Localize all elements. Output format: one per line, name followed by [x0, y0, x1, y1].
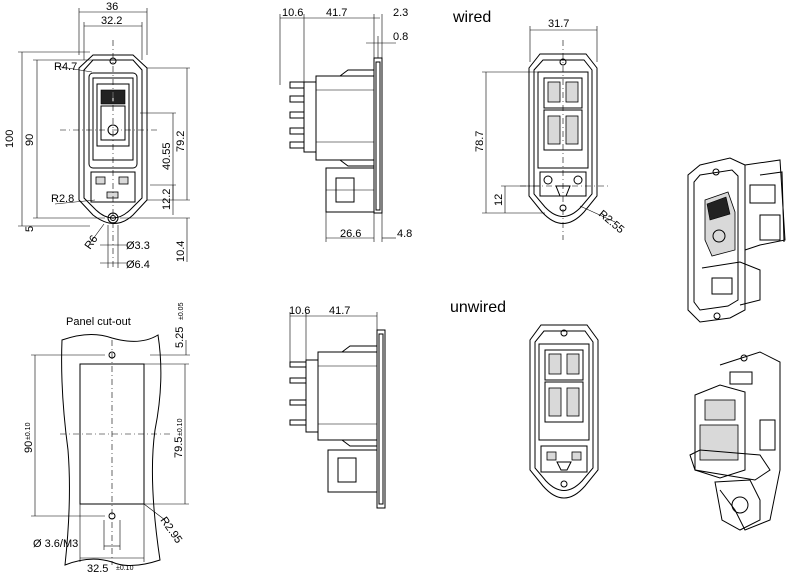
iso-view-rear — [689, 351, 781, 531]
dim-depth-body-wired: 41.7 — [326, 7, 347, 19]
dim-radius-rear: R2.55 — [596, 208, 626, 236]
dim-panel-height: 90 — [23, 441, 35, 453]
dim-radius-top: R4.7 — [54, 61, 77, 73]
side-view-unwired — [289, 312, 386, 509]
dim-panel-hole: Ø 3.6/M3 — [33, 538, 78, 550]
label-panel-cutout: Panel cut-out — [66, 316, 131, 328]
dim-depth-front: 4.8 — [397, 228, 412, 240]
dim-radius-outlet: R2.8 — [51, 193, 74, 205]
dim-height-body: 79.2 — [175, 131, 187, 152]
dim-panel-width-tol: ±0.10 — [116, 565, 134, 572]
dim-panel-width: 32.5 — [87, 563, 108, 575]
front-view — [18, 8, 190, 270]
dim-height-switch: 40.55 — [161, 142, 173, 170]
panel-cutout — [31, 334, 190, 566]
dim-hole-dia: Ø3.3 — [126, 240, 150, 252]
dim-height-holes: 90 — [24, 134, 36, 146]
dim-panel-height-tol: ±0.10 — [25, 422, 32, 440]
side-view-wired — [279, 14, 396, 242]
dim-panel-inner-height: 79.5 — [173, 437, 185, 458]
dim-depth-body-unwired: 41.7 — [329, 305, 350, 317]
rear-view-wired — [482, 26, 616, 240]
dim-width-rear: 31.7 — [548, 18, 569, 30]
label-unwired: unwired — [450, 299, 506, 316]
dim-width-total: 36 — [106, 1, 118, 13]
dim-offset-bottom: 5 — [24, 226, 36, 232]
dim-panel-top-tol: ±0.05 — [178, 302, 185, 320]
dim-depth-lower: 26.6 — [340, 228, 361, 240]
dim-flange: 2.3 — [393, 7, 408, 19]
dim-panel-top: 5.25 — [174, 327, 186, 348]
iso-view-front — [687, 157, 786, 323]
dim-hole-offset: 10.4 — [175, 241, 187, 262]
dim-height-total: 100 — [4, 130, 16, 148]
dim-panel-radius: R2.95 — [158, 515, 185, 546]
rear-view-unwired — [529, 324, 599, 499]
dim-height-rear: 78.7 — [474, 131, 486, 152]
dim-offset-rear: 12 — [493, 194, 505, 206]
dim-depth-back-unwired: 10.6 — [289, 305, 310, 317]
dim-hole-dia-outer: Ø6.4 — [126, 259, 150, 271]
dim-panel-inner-tol: ±0.10 — [177, 418, 184, 436]
dim-width-inner: 32.2 — [101, 15, 122, 27]
dim-depth-back-wired: 10.6 — [282, 7, 303, 19]
label-wired: wired — [452, 9, 491, 26]
dim-radius-hole: R6 — [83, 233, 101, 251]
dim-thickness: 0.8 — [393, 31, 408, 43]
dim-height-outlet: 12.2 — [161, 189, 173, 210]
